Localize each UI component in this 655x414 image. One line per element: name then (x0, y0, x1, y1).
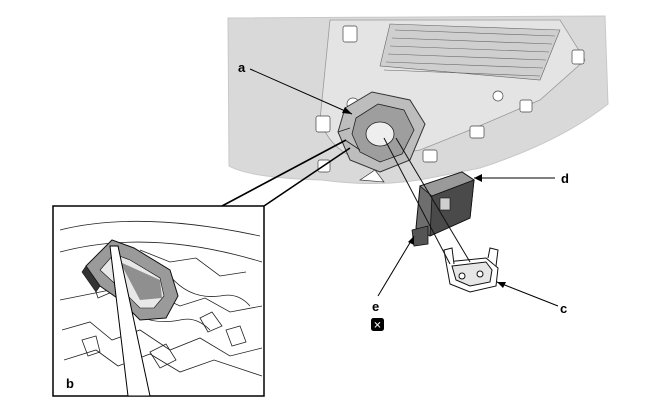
console-panel (227, 15, 609, 185)
callout-c: c (560, 301, 567, 316)
detail-inset (52, 205, 265, 397)
screwdriver-tool (109, 245, 151, 397)
detail-projection-lines (221, 139, 351, 207)
bulb-socket-d (411, 171, 475, 247)
assembly-axis-lines (383, 137, 471, 265)
svg-text:✕: ✕ (373, 321, 381, 332)
callout-a: a (238, 60, 246, 75)
vent-grille (379, 23, 561, 81)
panel-clips (315, 25, 585, 173)
callout-d: d (561, 171, 569, 186)
replace-part-x-icon: ✕ (371, 318, 384, 332)
bracket-c (443, 247, 499, 293)
callout-b: b (66, 376, 74, 391)
callout-e: e (372, 299, 379, 314)
